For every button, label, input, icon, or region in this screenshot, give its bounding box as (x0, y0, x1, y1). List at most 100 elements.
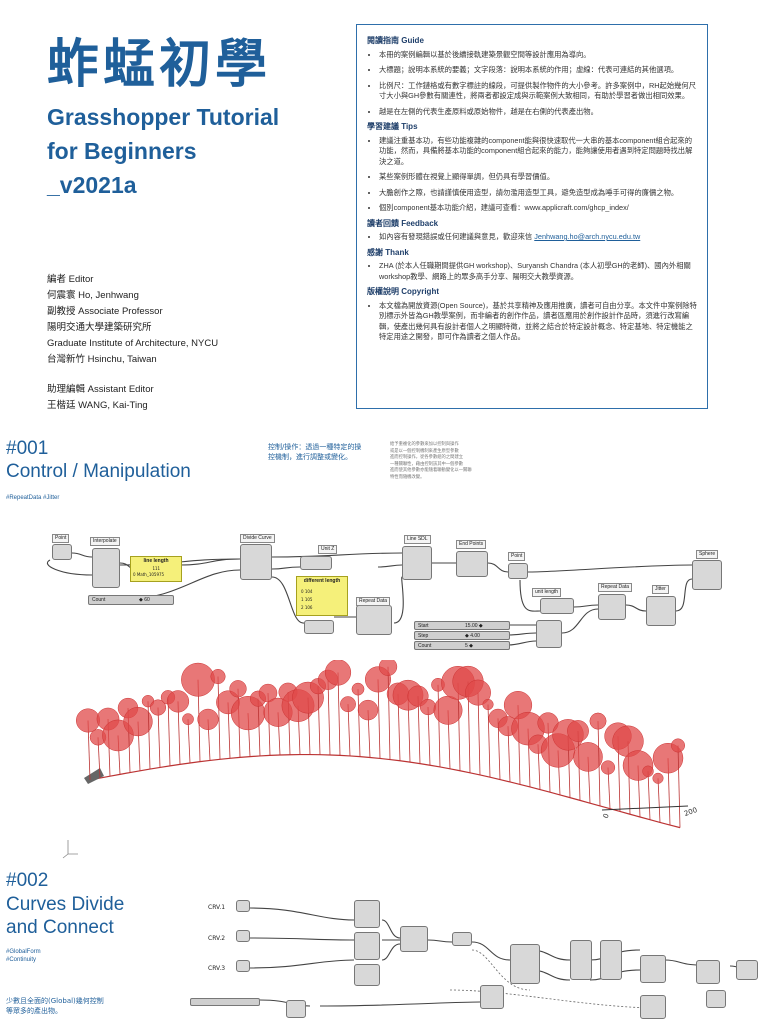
assistant-name: 王楷廷 WANG, Kai-Ting (47, 400, 148, 411)
gh-shift2-component[interactable] (600, 940, 622, 980)
stem-line (337, 672, 341, 756)
gh-output-component[interactable] (736, 960, 758, 980)
guide-box: 閱讀指南 Guide 本冊的案例編輯以基於後續接軌建築景觀空間等設計應用為導向。… (356, 24, 708, 409)
gh-count2-slider[interactable]: Count 5 ◆ (414, 641, 510, 650)
editor-inst-cn: 陽明交通大學建築研究所 (47, 322, 152, 333)
sphere (324, 660, 352, 686)
gh-crv3-param[interactable] (236, 960, 250, 972)
tips-list: 建議注重基本功，有些功能複雜的component能與很快速取代一大串的基本com… (367, 136, 697, 214)
tips-item: 大膽創作之際，也請謹慎使用造型，請勿濫用造型工具，避免造型成為唾手可得的廉價之物… (379, 188, 697, 199)
gh-count-slider[interactable]: Count ◆ 60 (88, 595, 174, 605)
stem-line (347, 704, 351, 756)
gh-line-sdl-component[interactable] (402, 546, 432, 580)
gh-end-points-component[interactable] (456, 551, 488, 577)
gh-divide-component-2[interactable] (354, 932, 380, 960)
feedback-email-link[interactable]: Jenhwang.ho@arch.nycu.edu.tw (534, 232, 641, 241)
stem-line (217, 676, 221, 760)
gh-repeat-data-label: Repeat Data (356, 597, 391, 606)
stem-line (657, 778, 661, 823)
gh-jitter-component[interactable] (646, 596, 676, 626)
gh-preview-component[interactable] (706, 990, 726, 1008)
section2-note-line-1: 少數且全面的(Global)幾何控制 (6, 997, 104, 1005)
editor-label: 編者 Editor (47, 274, 94, 285)
slider-value: ◆ 4.00 (465, 633, 480, 639)
sphere (229, 680, 247, 698)
base-curve (89, 753, 681, 829)
gh-end-points-label: End Points (456, 540, 487, 549)
stem-line (427, 707, 431, 766)
small-note-line: 給予重複化的參數來加以控制與操作 (390, 442, 459, 447)
crv2-label: CRV.2 (208, 935, 226, 942)
slider-name: Count (418, 643, 432, 649)
section1-small-note: 給予重複化的參數來加以控制與操作 或是以一個控制機制來產生原型參數 進而控制操作… (390, 442, 510, 481)
panel-title: line length (143, 558, 169, 564)
stem-line (597, 721, 601, 806)
gh-shift-component[interactable] (570, 940, 592, 980)
credits-block: 編者 Editor 何震寰 Ho, Jenhwang 副教授 Associate… (47, 272, 218, 414)
stem-line (647, 771, 651, 820)
gh-line-length-panel[interactable]: line length 111 0 Math_105975 (130, 556, 182, 582)
feedback-item: 如內容有發現錯誤或任何建議與意見，歡迎來信 Jenhwang.ho@arch.n… (379, 232, 697, 243)
gh-flatten-component[interactable] (452, 932, 472, 946)
gh-step-slider[interactable]: Step ◆ 4.00 (414, 631, 510, 640)
gh-divide-curve-component[interactable] (240, 544, 272, 580)
sphere (210, 669, 226, 685)
gh-series-component[interactable] (304, 620, 334, 634)
section1-title: Control / Manipulation (6, 461, 191, 482)
gh-start-slider[interactable]: Start 15.00 ◆ (414, 621, 510, 630)
gh-divide-component-1[interactable] (354, 900, 380, 928)
feedback-list: 如內容有發現錯誤或任何建議與意見，歡迎來信 Jenhwang.ho@arch.n… (367, 232, 697, 243)
section2-title: Curves Divide and Connect (6, 893, 124, 939)
gh-repeat-data-component[interactable] (356, 605, 392, 635)
gh-slider-2[interactable] (190, 998, 260, 1006)
gh-loft-component[interactable] (640, 995, 666, 1019)
panel-value: 111 (152, 566, 161, 571)
section1-number: #001 (6, 438, 49, 459)
sphere (166, 690, 190, 713)
crv3-label: CRV.3 (208, 965, 226, 972)
gh-unit-z-component[interactable] (300, 556, 332, 570)
sphere (419, 698, 437, 716)
panel-value: 0 Math_105975 (133, 572, 165, 577)
copyright-item: 本文檔為開放資源(Open Source)，基於共享精神及應用推廣，讀者可自由分… (379, 301, 697, 343)
gh-unit-length-component[interactable] (540, 598, 574, 614)
gh-merge-component[interactable] (400, 926, 428, 952)
scale-bar (601, 805, 689, 811)
gh-point-component[interactable] (52, 544, 72, 560)
gh-repeat-data2-component[interactable] (598, 594, 626, 620)
guide-item: 比例尺：工作鏈格或有數字標註的線段，可提供製作物件的大小參考。許多案例中，RH起… (379, 81, 697, 102)
gh-polyline-component[interactable] (640, 955, 666, 983)
gh-boundary-component[interactable] (696, 960, 720, 984)
gh-jitter-label: Jitter (652, 585, 669, 594)
stem-line (187, 719, 191, 763)
gh-point2-component[interactable] (508, 563, 528, 579)
sphere (182, 713, 194, 726)
gh-crv1-param[interactable] (236, 900, 250, 912)
sphere (149, 699, 167, 716)
gh-series2-component[interactable] (536, 620, 562, 648)
sphere (181, 662, 215, 697)
gh-different-length-panel[interactable]: different length 0 104 1 105 2 106 (296, 576, 348, 616)
gh-list-component[interactable] (510, 944, 540, 984)
gh-sphere-label: Sphere (696, 550, 719, 559)
sphere (433, 695, 463, 725)
gh-interpolate-component[interactable] (92, 548, 120, 588)
feedback-text: 如內容有發現錯誤或任何建議與意見，歡迎來信 (379, 232, 533, 241)
tips-item: 某些案例形體在視覺上顯得單調，但仍具有學習價值。 (379, 172, 697, 183)
section2-note-line-2: 等眾多的產出物。 (6, 1007, 62, 1015)
gh-sphere-component[interactable] (692, 560, 722, 590)
gh-unit-length-label: unit length (532, 588, 562, 597)
gh-series-component-2[interactable] (286, 1000, 306, 1018)
gh-point-label: Point (52, 534, 70, 543)
guide-item: 大標題；說明本系統的要義；文字段落：說明本系統的作用；虛線：代表可連結的其他選項… (379, 65, 697, 76)
gh-repeat-data2-label: Repeat Data (598, 583, 633, 592)
gh-divide-component-3[interactable] (354, 964, 380, 986)
tips-item: 建議注重基本功，有些功能複雜的component能與很快速取代一大串的基本com… (379, 136, 697, 168)
gh-sort-component[interactable] (480, 985, 504, 1009)
stem-line (167, 697, 171, 766)
stem-line (437, 684, 441, 767)
guide-list: 本冊的案例編輯以基於後續接軌建築景觀空間等設計應用為導向。 大標題；說明本系統的… (367, 50, 697, 118)
gh-crv2-param[interactable] (236, 930, 250, 942)
sphere (652, 772, 664, 784)
stem-line (357, 689, 361, 757)
